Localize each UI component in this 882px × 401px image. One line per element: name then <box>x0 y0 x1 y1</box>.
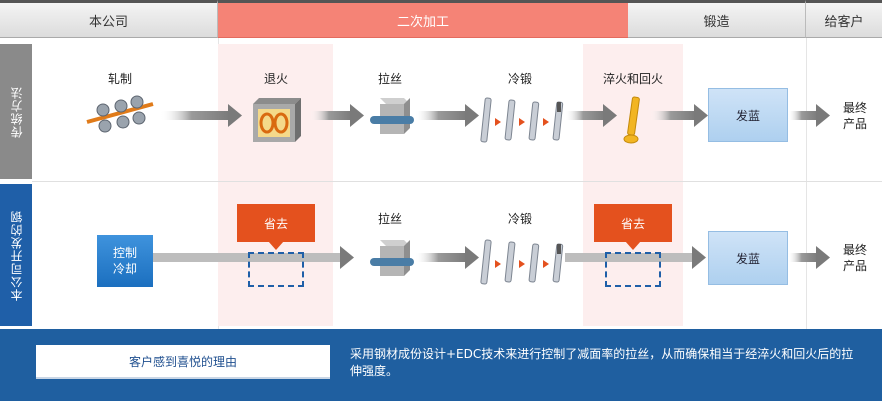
arrow-icon <box>415 246 479 269</box>
step-label-quench-temper: 淬火和回火 <box>602 72 664 86</box>
arrows-layer <box>152 104 830 269</box>
rolling-mill-icon <box>86 95 154 133</box>
arrow-icon <box>650 104 708 127</box>
bluing-box: 发蓝 <box>708 231 788 285</box>
hardened-bolt-icon <box>623 96 640 144</box>
omitted-step-placeholder <box>248 252 304 287</box>
step-label-drawing: 拉丝 <box>377 72 403 86</box>
column-divider <box>806 38 807 329</box>
arrow-icon <box>692 246 706 269</box>
drawing-die-icon <box>370 240 414 276</box>
step-label-cold-forging: 冷锻 <box>507 212 533 226</box>
row-label-traditional: 传统方法 <box>0 44 32 179</box>
final-product-label: 最终产品 <box>842 101 867 131</box>
customer-benefit-title: 客户感到喜悦的理由 <box>36 345 330 379</box>
arrow-icon <box>788 246 830 269</box>
furnace-icon <box>253 98 301 142</box>
header-own-company: 本公司 <box>0 0 218 38</box>
arrow-icon <box>310 104 364 127</box>
step-label-drawing: 拉丝 <box>377 212 403 226</box>
omitted-badge: 省去 <box>237 204 315 242</box>
drawing-die-icon <box>370 98 414 134</box>
step-label-rolling: 轧制 <box>107 72 133 86</box>
arrow-icon <box>160 104 242 127</box>
header-to-customer: 给客户 <box>806 0 882 38</box>
arrow-icon <box>788 104 830 127</box>
callout-pointer <box>268 241 284 250</box>
bluing-box: 发蓝 <box>708 88 788 142</box>
step-label-annealing: 退火 <box>263 72 289 86</box>
final-product-label: 最终产品 <box>842 243 867 273</box>
header-forging: 锻造 <box>628 0 806 38</box>
forged-parts-icon <box>480 239 564 285</box>
header-secondary-processing: 二次加工 <box>218 0 628 38</box>
row-label-developed: 本公司开发的钢 <box>0 184 32 326</box>
omitted-step-placeholder <box>605 252 661 287</box>
customer-benefit-description: 采用钢材成份设计+EDC技术来进行控制了减面率的拉丝，从而确保相当于经淬火和回火… <box>350 347 854 378</box>
callout-pointer <box>625 241 641 250</box>
flow-line <box>565 253 693 262</box>
arrow-icon <box>340 246 354 269</box>
arrow-icon <box>415 104 479 127</box>
row-divider <box>32 181 882 182</box>
arrow-icon <box>565 104 617 127</box>
flow-line <box>152 253 342 262</box>
omitted-badge: 省去 <box>594 204 672 242</box>
controlled-cooling-box: 控制冷却 <box>97 235 153 287</box>
highlight-band-annealing <box>218 44 333 326</box>
forged-parts-icon <box>480 97 564 143</box>
highlight-band-quench <box>583 44 683 326</box>
step-label-cold-forging: 冷锻 <box>507 72 533 86</box>
